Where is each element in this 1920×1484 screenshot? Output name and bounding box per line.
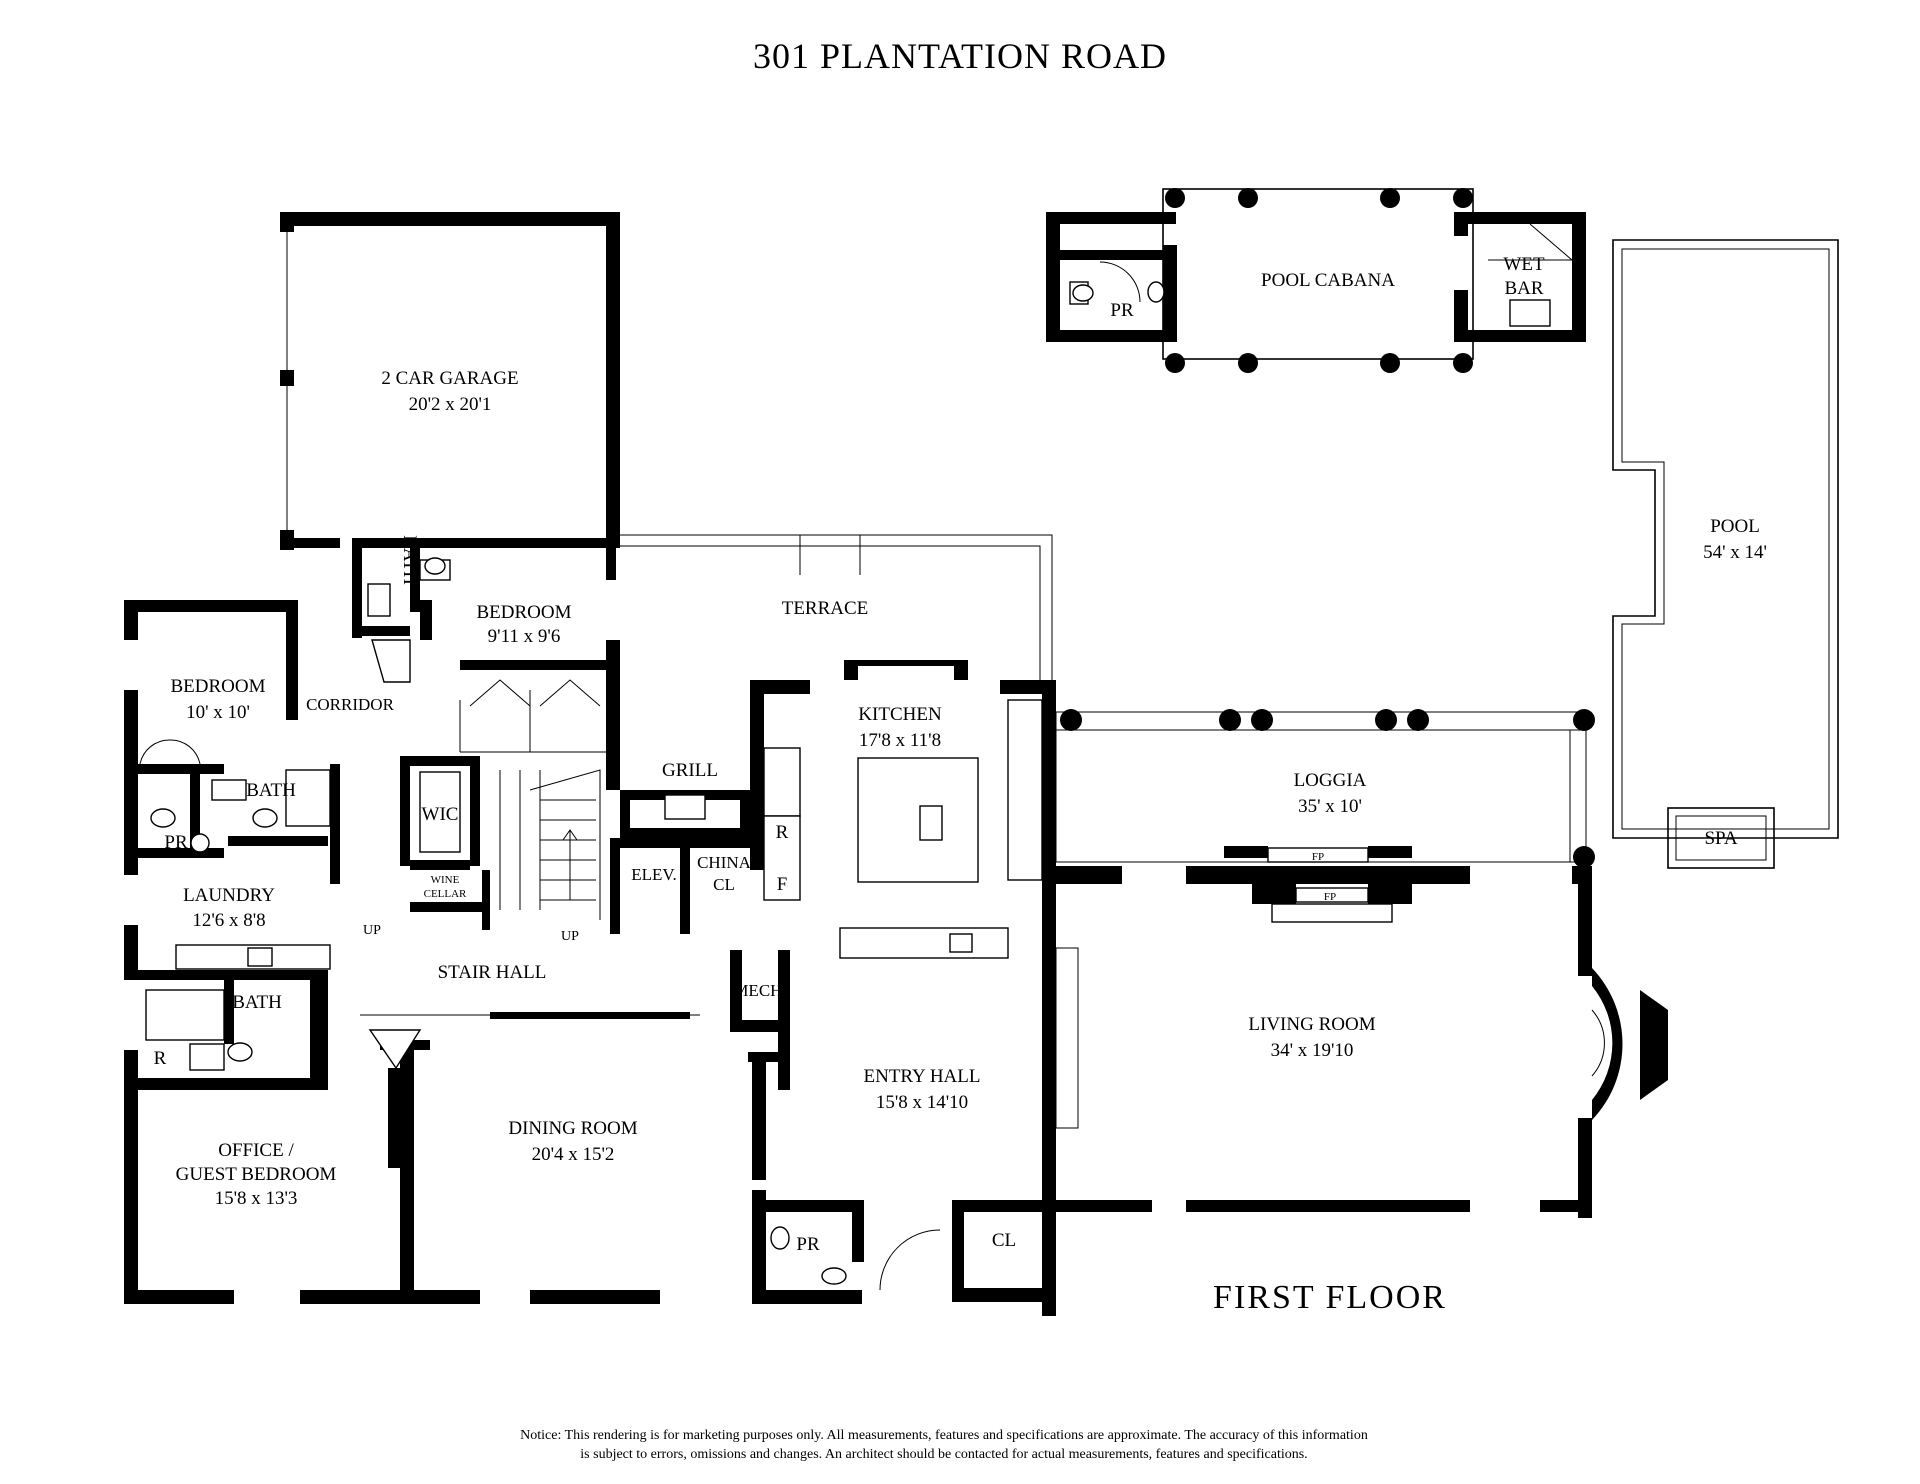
entry-hall-dimensions: 15'8 x 14'10 — [876, 1092, 968, 1113]
left-bedroom-dimensions: 10' x 10' — [186, 702, 250, 723]
wine-cellar-label-line1: WINE — [431, 874, 460, 886]
fireplace-lower-label: FP — [1324, 891, 1336, 903]
kitchen-label: KITCHEN — [858, 704, 942, 725]
office-walls — [138, 980, 430, 1304]
loggia-structure — [1042, 709, 1595, 923]
laundry-dimensions: 12'6 x 8'8 — [192, 910, 265, 931]
loggia-dimensions: 35' x 10' — [1298, 796, 1362, 817]
china-cl-label-line1: CHINA — [697, 853, 752, 872]
wine-cellar-label-line2: CELLAR — [424, 888, 467, 900]
notice-line-1: Notice: This rendering is for marketing … — [520, 1428, 1368, 1443]
kitchen-dimensions: 17'8 x 11'8 — [859, 730, 941, 751]
wet-bar-label-line1: WET — [1503, 254, 1545, 275]
office-label-line1: OFFICE / — [218, 1140, 294, 1161]
left-pr-label: PR — [164, 832, 188, 853]
lower-bath-label: BATH — [232, 992, 282, 1013]
stair-hall-label: STAIR HALL — [438, 962, 547, 983]
entry-pr-label: PR — [796, 1234, 820, 1255]
terrace-outline — [620, 534, 1053, 690]
freezer-f-label: F — [777, 874, 788, 895]
elevator-label: ELEV. — [631, 865, 677, 884]
floor-label: FIRST FLOOR — [1213, 1279, 1447, 1316]
fridge-r-label: R — [776, 822, 789, 843]
garage-label: 2 CAR GARAGE — [381, 368, 518, 389]
spa-label: SPA — [1704, 828, 1737, 849]
laundry-label: LAUNDRY — [183, 885, 275, 906]
mech-label: MECH. — [733, 981, 786, 1000]
entry-cl-label: CL — [992, 1230, 1016, 1251]
lower-fridge-r-label: R — [154, 1048, 167, 1069]
dining-room-dimensions: 20'4 x 15'2 — [532, 1144, 615, 1165]
upper-bedroom-walls — [352, 538, 620, 790]
fireplace-upper-label: FP — [1312, 851, 1324, 863]
living-room-walls — [1042, 866, 1668, 1316]
grill-label: GRILL — [662, 760, 718, 781]
dining-room-label: DINING ROOM — [508, 1118, 637, 1139]
wet-bar-label-line2: BAR — [1504, 278, 1543, 299]
office-label-line2: GUEST BEDROOM — [176, 1164, 337, 1185]
upper-bedroom-dimensions: 9'11 x 9'6 — [488, 626, 561, 647]
office-dimensions: 15'8 x 13'3 — [215, 1188, 298, 1209]
up-left-label: UP — [363, 923, 381, 938]
loggia-label: LOGGIA — [1294, 770, 1367, 791]
wic-label: WIC — [422, 804, 459, 825]
hall-fixtures — [360, 950, 790, 1090]
pool-outline — [1612, 239, 1839, 869]
upper-bedroom-label: BEDROOM — [476, 602, 571, 623]
kitchen-walls — [750, 660, 1056, 959]
terrace-label: TERRACE — [782, 598, 869, 619]
living-room-dimensions: 34' x 19'10 — [1271, 1040, 1354, 1061]
corridor-label: CORRIDOR — [306, 695, 395, 714]
pool-label: POOL — [1710, 516, 1760, 537]
upper-bath-label: BATH — [399, 535, 420, 585]
china-cl-label-line2: CL — [713, 875, 735, 894]
up-stair-label: UP — [561, 929, 579, 944]
left-bedroom-label: BEDROOM — [170, 676, 265, 697]
stair-core-walls — [400, 756, 601, 930]
pool-cabana-label: POOL CABANA — [1261, 270, 1395, 291]
cabana-pr-label: PR — [1110, 300, 1134, 321]
pool-cabana-structure — [1046, 188, 1586, 373]
dining-room-walls — [414, 1060, 862, 1304]
garage-walls — [280, 212, 620, 550]
entry-hall-label: ENTRY HALL — [864, 1066, 981, 1087]
mid-bath-label: BATH — [246, 780, 296, 801]
garage-dimensions: 20'2 x 20'1 — [409, 394, 492, 415]
notice-line-2: is subject to errors, omissions and chan… — [580, 1447, 1307, 1462]
left-wing-walls — [124, 600, 340, 1304]
living-room-label: LIVING ROOM — [1248, 1014, 1375, 1035]
pool-dimensions: 54' x 14' — [1703, 542, 1767, 563]
service-core-walls — [610, 680, 801, 934]
plan-title: 301 PLANTATION ROAD — [753, 36, 1167, 76]
entry-pr-cl-walls — [752, 1200, 1056, 1302]
